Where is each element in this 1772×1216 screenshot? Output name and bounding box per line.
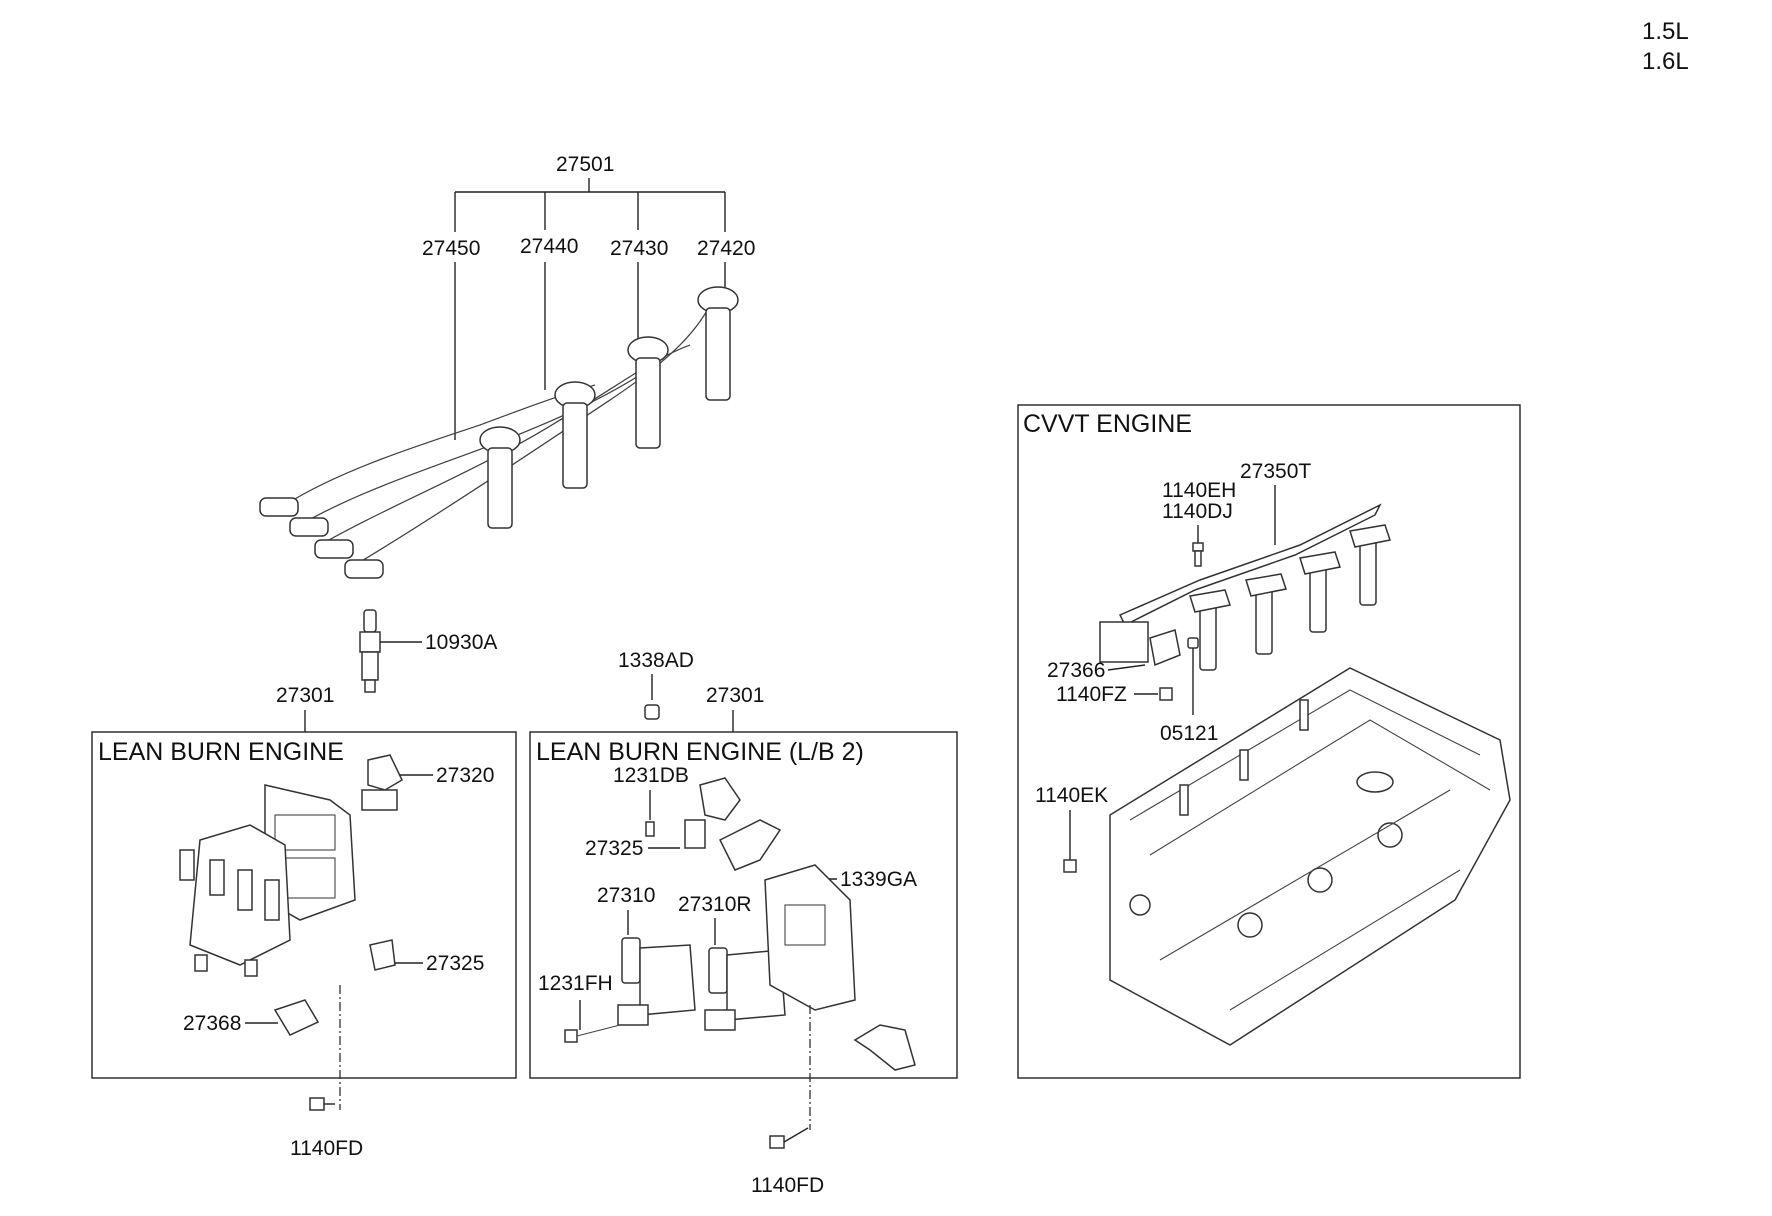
lean-burn-lb2-box: 27301 LEAN BURN ENGINE (L/B 2) 1231DB 27… bbox=[529, 684, 958, 1130]
bolt-1140ek[interactable]: 1140EK bbox=[1035, 784, 1108, 873]
coil-assy-27350t[interactable]: 27350T bbox=[1099, 460, 1391, 671]
label-05121: 05121 bbox=[1160, 722, 1218, 745]
label-1140fz: 1140FZ bbox=[1056, 683, 1127, 706]
label-1140eh: 1140EH bbox=[1162, 479, 1236, 502]
connector-27320[interactable]: 27320 bbox=[361, 754, 494, 811]
ignition-cable-set[interactable]: 27501 27450 27440 27430 27420 bbox=[259, 153, 755, 579]
label-27368: 27368 bbox=[183, 1012, 241, 1035]
label-27301-a: 27301 bbox=[276, 684, 334, 707]
label-27366: 27366 bbox=[1047, 659, 1105, 682]
label-1140dj: 1140DJ bbox=[1162, 500, 1233, 523]
label-27501: 27501 bbox=[556, 153, 614, 176]
label-1140ek: 1140EK bbox=[1035, 784, 1108, 807]
coil-27310r[interactable]: 27310R bbox=[678, 864, 856, 1031]
cover-27368[interactable]: 27368 bbox=[183, 999, 320, 1036]
label-27430: 27430 bbox=[610, 237, 668, 260]
bolt-1140fd-b[interactable]: 1140FD bbox=[751, 1127, 824, 1197]
label-1231fh: 1231FH bbox=[538, 972, 613, 995]
bolt-1231fh[interactable]: 1231FH bbox=[538, 972, 621, 1043]
label-1339ga: 1339GA bbox=[840, 868, 917, 891]
label-27310: 27310 bbox=[597, 884, 655, 907]
variant-1-5l: 1.5L bbox=[1642, 18, 1689, 45]
label-27325-a: 27325 bbox=[426, 952, 484, 975]
coil-27310[interactable]: 27310 bbox=[597, 884, 696, 1026]
cylinder-head bbox=[1109, 667, 1511, 1046]
lb2-box-title: LEAN BURN ENGINE (L/B 2) bbox=[536, 738, 864, 766]
label-27301-b: 27301 bbox=[706, 684, 764, 707]
bracket-27325-b[interactable]: 27325 bbox=[585, 777, 782, 871]
bolt-1140eh-1140dj[interactable]: 1140EH 1140DJ bbox=[1162, 479, 1236, 567]
bolt-1140fz[interactable]: 1140FZ bbox=[1056, 683, 1173, 706]
label-27350t: 27350T bbox=[1240, 460, 1311, 483]
lean-burn-engine-box: 27301 LEAN BURN ENGINE 27320 bbox=[91, 684, 517, 1110]
sensor-27366[interactable]: 27366 bbox=[1047, 629, 1181, 682]
bolt-1231db[interactable]: 1231DB bbox=[613, 764, 689, 837]
cvvt-engine-box: CVVT ENGINE 27350T 1140EH 1140DJ 27366 bbox=[1017, 404, 1521, 1079]
lean-burn-box-title: LEAN BURN ENGINE bbox=[98, 738, 344, 766]
label-10930a: 10930A bbox=[425, 631, 497, 654]
bolt-1140fd-a[interactable]: 1140FD bbox=[290, 1097, 363, 1160]
cvvt-box-title: CVVT ENGINE bbox=[1023, 410, 1192, 438]
label-1140fd-a: 1140FD bbox=[290, 1137, 363, 1160]
clamp-05121[interactable]: 05121 bbox=[1160, 637, 1218, 745]
label-27450: 27450 bbox=[422, 237, 480, 260]
label-1338ad: 1338AD bbox=[618, 649, 694, 672]
label-27420: 27420 bbox=[697, 237, 755, 260]
bracket-small bbox=[853, 1024, 916, 1071]
label-1231db: 1231DB bbox=[613, 764, 689, 787]
label-27440: 27440 bbox=[520, 235, 578, 258]
label-27325-b: 27325 bbox=[585, 837, 643, 860]
label-1140fd-b: 1140FD bbox=[751, 1174, 824, 1197]
variant-1-6l: 1.6L bbox=[1642, 48, 1689, 75]
nut-1338ad[interactable]: 1338AD bbox=[618, 649, 694, 720]
label-27310r: 27310R bbox=[678, 893, 752, 916]
ignition-coil-pack-a[interactable] bbox=[179, 784, 356, 977]
spark-plug[interactable]: 10930A bbox=[359, 609, 497, 693]
label-27320: 27320 bbox=[436, 764, 494, 787]
bracket-27325-a[interactable]: 27325 bbox=[369, 939, 484, 975]
